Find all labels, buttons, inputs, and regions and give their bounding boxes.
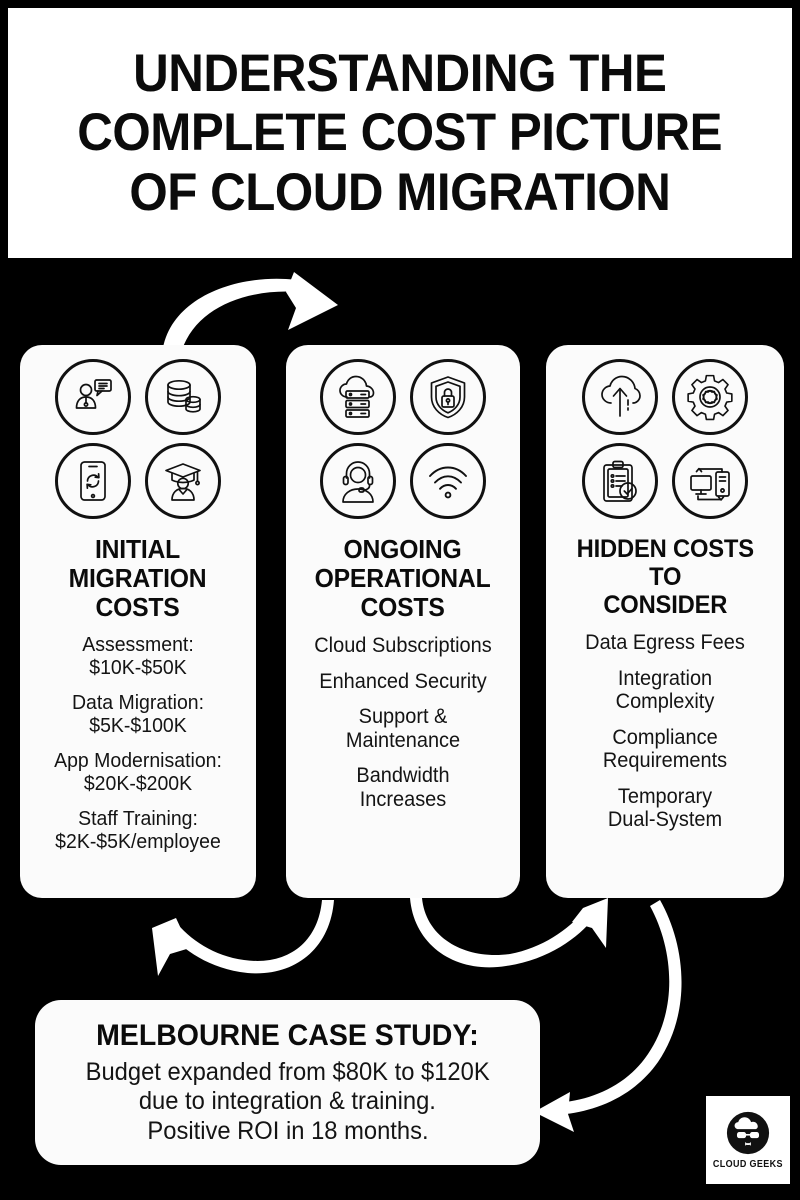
title-line-3: OF CLOUD MIGRATION [129,162,671,222]
item-value: Complexity [615,690,715,714]
list-item: Assessment: $10K-$50K [34,633,243,680]
page-title: UNDERSTANDING THE COMPLETE COST PICTURE … [8,8,792,258]
card-title: ONGOING OPERATIONAL COSTS [315,534,491,623]
item-value: Dual-System [607,808,723,832]
case-study-box[interactable]: MELBOURNE CASE STUDY: Budget expanded fr… [35,1000,540,1165]
devices-sync-icon [672,443,748,519]
item-label: Data Egress Fees [585,631,745,654]
brand-logo[interactable]: CLOUD GEEKS [706,1096,790,1184]
card-title-line: TO [648,563,682,591]
item-label: Data Migration: [71,691,205,715]
card-hidden-costs-to-consider[interactable]: HIDDEN COSTS TO CONSIDER Data Egress Fee… [546,345,784,898]
database-stack-icon [145,359,221,435]
card-item-list: Data Egress Fees Integration Complexity … [554,631,776,832]
shield-lock-icon [410,359,486,435]
card-item-list: Assessment: $10K-$50K Data Migration: $5… [28,633,248,854]
clipboard-check-icon [582,443,658,519]
list-item: Compliance Requirements [560,726,771,773]
item-value: Maintenance [345,728,461,752]
item-label: Bandwidth [356,764,450,788]
assessment-consultant-icon [55,359,131,435]
cloud-upload-icon [582,359,658,435]
item-value: Increases [359,787,447,811]
list-item: Enhanced Security [299,670,506,694]
card-icon-grid [582,359,748,519]
logo-text: CLOUD GEEKS [713,1159,783,1170]
arrow-card1-to-card2 [163,272,338,350]
item-value: $20K-$200K [83,772,193,796]
card-title: INITIAL MIGRATION COSTS [69,534,207,623]
card-initial-migration-costs[interactable]: INITIAL MIGRATION COSTS Assessment: $10K… [20,345,256,898]
item-value: $5K-$100K [89,714,187,738]
list-item: Staff Training: $2K-$5K/employee [34,807,243,854]
card-title-line: INITIAL [95,534,181,564]
list-item: Integration Complexity [560,667,771,714]
card-icon-grid [55,359,221,519]
graduate-training-icon [145,443,221,519]
item-label: App Modernisation: [54,749,222,773]
card-title-line: COSTS [360,592,446,623]
list-item: Bandwidth Increases [299,764,506,811]
list-item: Cloud Subscriptions [299,634,506,658]
item-label: Enhanced Security [319,669,487,693]
list-item: Temporary Dual-System [560,785,771,832]
item-label: Integration [617,666,713,690]
item-label: Compliance [612,725,718,749]
title-line-1: UNDERSTANDING THE [133,43,667,103]
item-label: Assessment: [82,633,194,657]
list-item: Data Egress Fees [560,631,771,655]
list-item: Data Migration: $5K-$100K [34,691,243,738]
cloud-geeks-logo-icon [726,1111,770,1155]
card-ongoing-operational-costs[interactable]: ONGOING OPERATIONAL COSTS Cloud Subscrip… [286,345,520,898]
card-title-line: ONGOING [343,534,463,564]
card-item-list: Cloud Subscriptions Enhanced Security Su… [294,634,512,811]
case-study-line: Positive ROI in 18 months. [146,1116,429,1145]
gear-icon [672,359,748,435]
item-label: Support & [358,705,448,729]
title-line-2: COMPLETE COST PICTURE [77,103,723,163]
case-study-line: due to integration & training. [138,1087,437,1115]
item-label: Cloud Subscriptions [314,634,492,658]
item-value: $10K-$50K [89,656,187,680]
item-value: Requirements [602,749,728,773]
card-title-line: OPERATIONAL [315,563,491,594]
arrow-card3-to-case-study [534,900,682,1132]
card-title-line: CONSIDER [603,591,727,619]
headset-support-icon [320,443,396,519]
card-title: HIDDEN COSTS TO CONSIDER [576,535,753,619]
list-item: Support & Maintenance [299,705,506,752]
mobile-refresh-icon [55,443,131,519]
cloud-server-icon [320,359,396,435]
item-value: $2K-$5K/employee [55,830,221,853]
item-label: Temporary [617,784,713,808]
list-item: App Modernisation: $20K-$200K [34,749,243,796]
arrow-card2-to-card3 [410,898,608,968]
card-title-line: HIDDEN COSTS [576,535,754,563]
case-study-title: MELBOURNE CASE STUDY: [96,1019,479,1052]
card-icon-grid [320,359,486,519]
case-study-line: Budget expanded from $80K to $120K [85,1057,490,1086]
wifi-icon [410,443,486,519]
arrow-card2-to-card1 [152,900,334,976]
card-title-line: COSTS [95,592,181,623]
card-title-line: MIGRATION [69,563,207,594]
item-label: Staff Training: [78,807,198,831]
